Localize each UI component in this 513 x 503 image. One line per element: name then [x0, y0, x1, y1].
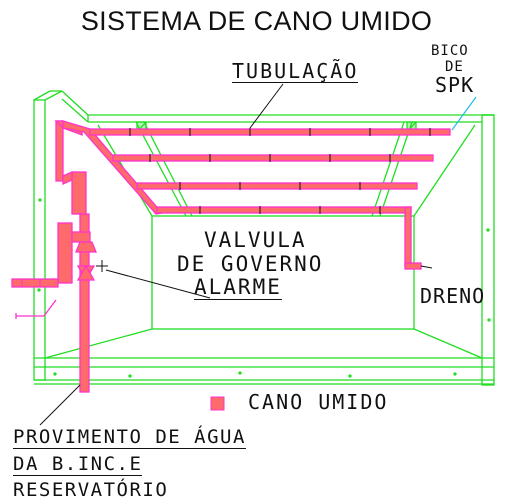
- nozzle-leader: [451, 96, 477, 131]
- label-dreno: DRENO: [420, 284, 486, 308]
- label-provimento-line-3: RESERVATÓRIO: [13, 479, 169, 501]
- diagram-title: SISTEMA DE CANO UMIDO: [80, 6, 433, 36]
- label-provimento-line-2: DA B.INC.E: [13, 453, 143, 476]
- label-bico-line-1: BICO: [431, 43, 469, 59]
- legend-label: CANO UMIDO: [248, 390, 389, 414]
- label-bico-line-3: SPK: [435, 73, 475, 97]
- label-provimento-line-1: PROVIMENTO DE ÁGUA: [13, 426, 246, 449]
- label-bico-line-2: DE: [445, 59, 464, 75]
- pipe-network: [11, 120, 451, 393]
- branch-fittings: [96, 128, 431, 272]
- label-valvula-line-1: VALVULA: [204, 228, 307, 252]
- label-valvula-line-3: ALARME: [194, 275, 282, 300]
- leader-lines: [39, 83, 433, 426]
- label-valvula-line-2: DE GOVERNO: [177, 252, 324, 276]
- legend-swatch: [210, 396, 225, 411]
- label-tubulacao: TUBULAÇÃO: [232, 59, 359, 83]
